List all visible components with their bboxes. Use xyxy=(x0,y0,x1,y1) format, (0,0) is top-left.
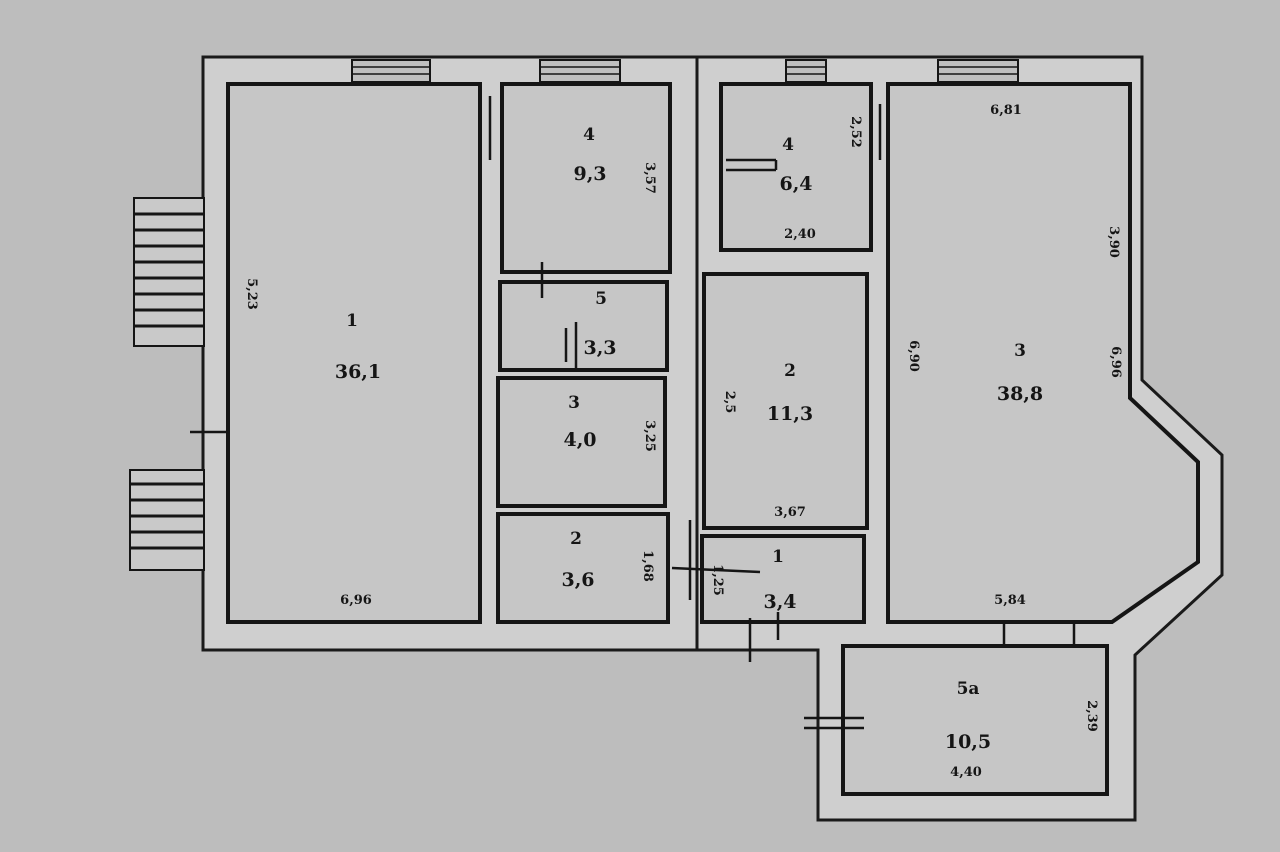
room-1-left xyxy=(226,82,482,624)
dimension-label: 2,5 xyxy=(722,391,737,414)
room-5-mid xyxy=(498,280,669,372)
dimension-label: 4,40 xyxy=(950,765,982,780)
dimension-label: 3,57 xyxy=(642,162,657,194)
dimension-label: 5,23 xyxy=(244,278,259,310)
dimension-label: 1,25 xyxy=(710,564,725,596)
exterior-stairs xyxy=(129,197,245,571)
room-number: 5 xyxy=(595,289,607,309)
windows xyxy=(351,59,1019,83)
room-number: 1 xyxy=(772,547,784,567)
room-area: 3,6 xyxy=(561,569,594,591)
room-area: 38,8 xyxy=(997,383,1043,405)
room-area: 9,3 xyxy=(573,163,606,185)
dimension-label: 2,39 xyxy=(1084,700,1099,732)
room-area: 3,3 xyxy=(583,337,616,359)
room-area: 36,1 xyxy=(335,361,381,383)
dimension-label: 2,40 xyxy=(784,227,816,242)
room-3-big-right xyxy=(886,82,1200,624)
room-number: 2 xyxy=(570,529,582,549)
room-number: 3 xyxy=(1014,341,1026,361)
dimension-label: 6,90 xyxy=(906,340,921,372)
dimension-label: 1,68 xyxy=(640,550,655,582)
dimension-label: 6,96 xyxy=(340,593,372,608)
dimension-label: 2,52 xyxy=(848,116,863,148)
dimension-label: 3,67 xyxy=(774,505,806,520)
room-number: 4 xyxy=(782,135,794,155)
room-area: 6,4 xyxy=(779,173,812,195)
room-area: 4,0 xyxy=(563,429,596,451)
room-number: 1 xyxy=(346,311,358,331)
room-area: 11,3 xyxy=(767,403,813,425)
door-marks xyxy=(488,96,1076,730)
dimension-label: 6,96 xyxy=(1108,346,1123,378)
room-1-corridor xyxy=(700,534,866,624)
room-number: 5a xyxy=(957,679,980,699)
room-area: 10,5 xyxy=(945,731,991,753)
room-5a-annex xyxy=(841,644,1109,796)
room-2-bottom-mid xyxy=(496,512,670,624)
dimension-label: 3,25 xyxy=(642,420,657,452)
room-4-top-mid xyxy=(500,82,672,274)
dimension-label: 5,84 xyxy=(994,593,1026,608)
dimension-label: 6,81 xyxy=(990,103,1022,118)
room-number: 2 xyxy=(784,361,796,381)
room-area: 3,4 xyxy=(763,591,796,613)
dimension-label: 3,90 xyxy=(1106,226,1121,258)
room-number: 4 xyxy=(583,125,595,145)
room-4-top-right xyxy=(719,82,873,252)
room-number: 3 xyxy=(568,393,580,413)
room-2-center xyxy=(702,272,869,530)
room-3-mid xyxy=(496,376,667,508)
